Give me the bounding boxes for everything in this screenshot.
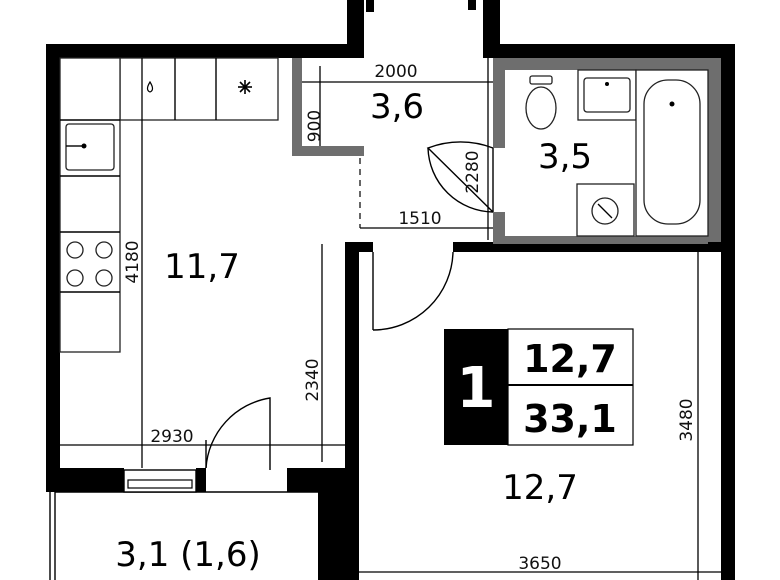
kitchen-units: [59, 57, 279, 353]
summary-values-panel: [507, 328, 634, 446]
rooms-count: 1: [457, 356, 496, 421]
partition-kitchen-living: [345, 242, 359, 580]
kitchen-door-arc: [205, 397, 271, 470]
water-drop-icon: [146, 80, 154, 93]
kitchen-wall-bottom-mid: [196, 468, 206, 492]
wet-zone-walls: [292, 58, 721, 244]
outer-wall-right: [721, 44, 735, 580]
window-sill: [127, 479, 193, 489]
sink-drain: [81, 143, 87, 149]
outer-wall-top-right: [487, 44, 735, 58]
kitchen-window: [123, 469, 197, 493]
living-door-arc: [372, 251, 454, 331]
kitchen-sink-icon: [65, 123, 115, 171]
partition-bath-bottom: [453, 242, 721, 252]
dim-living-width: 3650: [518, 554, 561, 574]
bath-door-swing: [426, 141, 494, 213]
entry-jamb-right: [468, 0, 476, 10]
room-area-hall: 3,6: [370, 87, 424, 127]
snowflake-icon: [238, 80, 252, 94]
structural-column: [318, 468, 348, 580]
doors: [205, 141, 494, 470]
outer-wall-left: [46, 44, 60, 492]
room-area-bathroom: 3,5: [538, 137, 592, 177]
washbasin-icon: [577, 69, 637, 121]
dimension-lines: [60, 58, 721, 580]
summary-box: 1 12,7 33,1: [444, 328, 634, 446]
bath-wall-left-lower: [493, 212, 505, 244]
outer-wall-top-left: [46, 44, 364, 58]
bath-wall-top: [505, 58, 721, 70]
bathroom-fixtures: [525, 69, 709, 237]
bath-wall-left-upper: [493, 58, 505, 148]
summary-living-area: 12,7: [523, 337, 617, 381]
toilet-icon: [525, 75, 557, 130]
kitchen-wall-bottom-left: [46, 468, 124, 492]
niche-wall-bottom: [292, 146, 364, 156]
walls: [46, 0, 735, 580]
dim-kitchen-width: 2930: [150, 427, 193, 447]
dim-kitchen-length: 4180: [123, 240, 143, 283]
washing-machine-icon: [576, 183, 635, 237]
summary-total-area: 33,1: [523, 397, 617, 441]
dim-living-length: 3480: [677, 398, 697, 441]
entry-jamb-left: [366, 0, 374, 12]
dim-kitchen-partial: 2340: [303, 358, 323, 401]
niche-wall-left: [292, 58, 302, 156]
bath-wall-right: [708, 58, 721, 242]
rooms-count-badge: [444, 329, 508, 445]
dim-hall-width: 2000: [374, 62, 417, 82]
dim-corridor-width: 1510: [398, 209, 441, 229]
window-frame: [123, 469, 197, 493]
room-area-kitchen: 11,7: [164, 247, 240, 287]
counter-top-row: [119, 57, 279, 121]
bath-door-arc: [427, 147, 494, 213]
entry-wall-right: [483, 0, 500, 58]
dim-door-height: 2280: [463, 150, 483, 193]
dim-hall-depth: 900: [305, 110, 325, 142]
room-area-living: 12,7: [502, 468, 578, 508]
entry-wall-left: [347, 0, 364, 58]
bath-wall-bottom: [505, 236, 708, 244]
partition-hall-door-left: [359, 242, 373, 252]
stove-icon: [66, 241, 113, 287]
bathtub-icon: [635, 69, 709, 237]
counter-left-column: [59, 57, 121, 353]
room-area-balcony: 3,1 (1,6): [115, 535, 260, 575]
